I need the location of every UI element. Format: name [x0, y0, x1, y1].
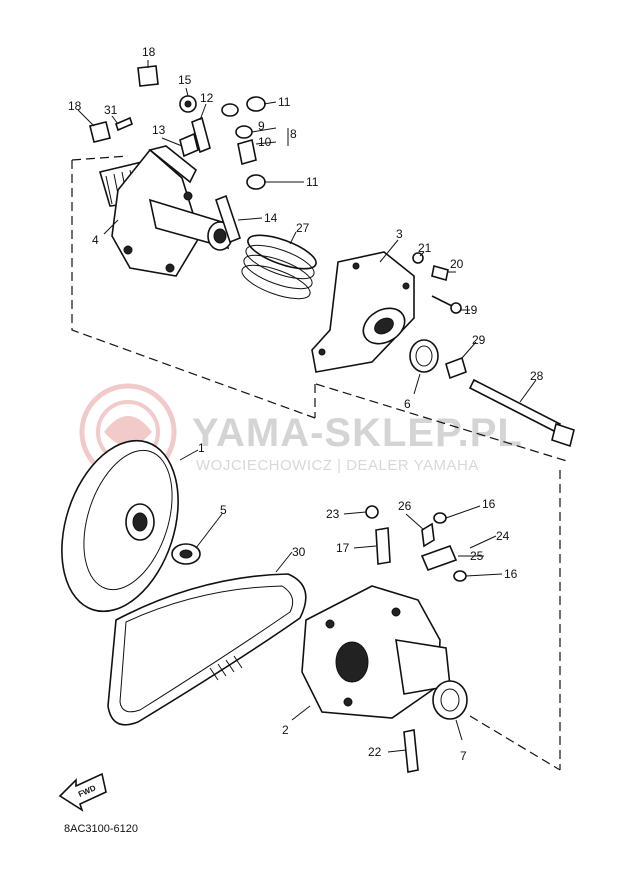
hardware-lower-right	[365, 505, 467, 773]
watermark: YAMA-SKLEP.PL WOJCIECHOWICZ | DEALER YAM…	[79, 383, 523, 481]
fwd-arrow-icon: FWD	[58, 772, 107, 812]
callout-16-bottom: 16	[504, 567, 518, 581]
long-bolt-part	[468, 378, 575, 448]
bearing-part	[432, 680, 468, 720]
small-parts-upper	[89, 65, 266, 244]
callout-27: 27	[296, 221, 310, 235]
spacer-part	[171, 543, 201, 565]
callout-10: 10	[258, 135, 272, 149]
callout-20: 20	[450, 257, 464, 271]
callout-4: 4	[92, 233, 99, 247]
callout-31: 31	[104, 103, 118, 117]
callout-7: 7	[460, 749, 467, 763]
primary-sheave-part	[98, 145, 233, 277]
secondary-sheave-part	[301, 585, 451, 719]
callout-8: 8	[290, 127, 297, 141]
cover-plate-part	[311, 251, 415, 373]
assembly-boundary-lower	[315, 383, 571, 771]
callout-14: 14	[264, 211, 278, 225]
callout-15: 15	[178, 73, 192, 87]
leader-lines	[77, 60, 537, 753]
drive-belt-part	[107, 573, 307, 726]
callout-22: 22	[368, 745, 382, 759]
watermark-brand: YAMA-SKLEP.PL	[192, 411, 523, 455]
callout-18-top: 18	[142, 45, 156, 59]
callout-1: 1	[198, 441, 205, 455]
callout-25: 25	[470, 549, 484, 563]
callout-19: 19	[464, 303, 478, 317]
callout-26: 26	[398, 499, 412, 513]
callout-6: 6	[404, 397, 411, 411]
callout-30: 30	[292, 545, 306, 559]
callout-24: 24	[496, 529, 510, 543]
callout-17: 17	[336, 541, 350, 555]
callout-11-top: 11	[278, 95, 291, 109]
callout-29: 29	[472, 333, 486, 347]
callout-21: 21	[418, 241, 432, 255]
callout-16-top: 16	[482, 497, 496, 511]
callout-5: 5	[220, 503, 227, 517]
drawing-code: 8AC3100-6120	[64, 823, 138, 835]
spring-part	[241, 234, 317, 300]
hardware-upper-right	[409, 252, 467, 380]
callout-13: 13	[152, 123, 166, 137]
fixed-sheave-part	[61, 439, 179, 613]
callout-18-left: 18	[68, 99, 82, 113]
watermark-dealer: WOJCIECHOWICZ | DEALER YAMAHA	[196, 457, 479, 474]
callout-2: 2	[282, 723, 289, 737]
callout-9: 9	[258, 119, 265, 133]
callout-11-bottom: 11	[306, 175, 319, 189]
callout-12: 12	[200, 91, 214, 105]
callout-3: 3	[396, 227, 403, 241]
callouts: 18 18 31 13 15 12 11 9 8 10 11 14 27 4 3…	[68, 45, 544, 763]
assembly-boundary-upper	[71, 155, 316, 419]
callout-23: 23	[326, 507, 340, 521]
callout-28: 28	[530, 369, 544, 383]
